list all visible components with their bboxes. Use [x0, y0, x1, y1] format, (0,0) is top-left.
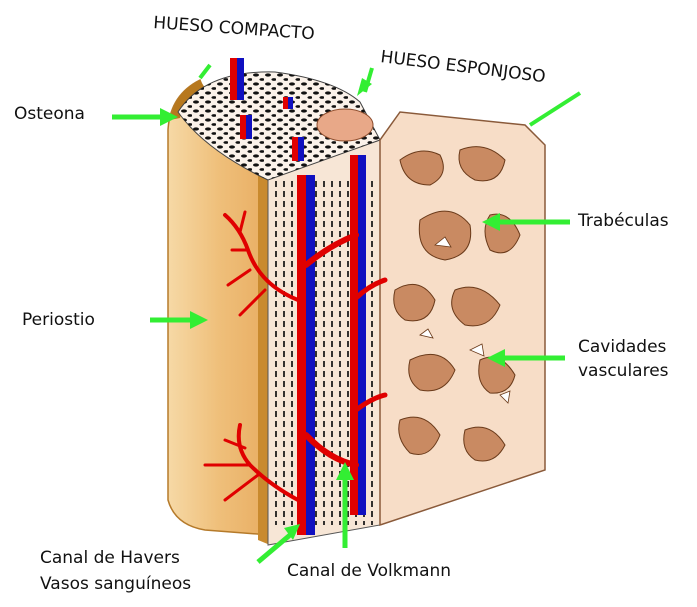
arrow-spongy	[357, 68, 372, 96]
label-spongy-bone: HUESO ESPONJOSO	[379, 47, 546, 87]
label-trabeculae: Trabéculas	[578, 211, 669, 231]
arrow-spongy-edge	[530, 93, 580, 125]
label-compact-bone: HUESO COMPACTO	[153, 13, 316, 44]
label-osteon: Osteona	[14, 104, 85, 124]
label-haversian-2: Vasos sanguíneos	[40, 574, 191, 594]
label-volkmann: Canal de Volkmann	[287, 561, 451, 581]
label-vascular-cavities-1: Cavidades	[578, 337, 666, 357]
label-haversian-1: Canal de Havers	[40, 548, 180, 568]
spongy-bone-block	[380, 112, 545, 525]
arrow-compact	[200, 65, 210, 78]
label-vascular-cavities-2: vasculares	[578, 361, 669, 381]
label-periosteum: Periostio	[22, 310, 95, 330]
